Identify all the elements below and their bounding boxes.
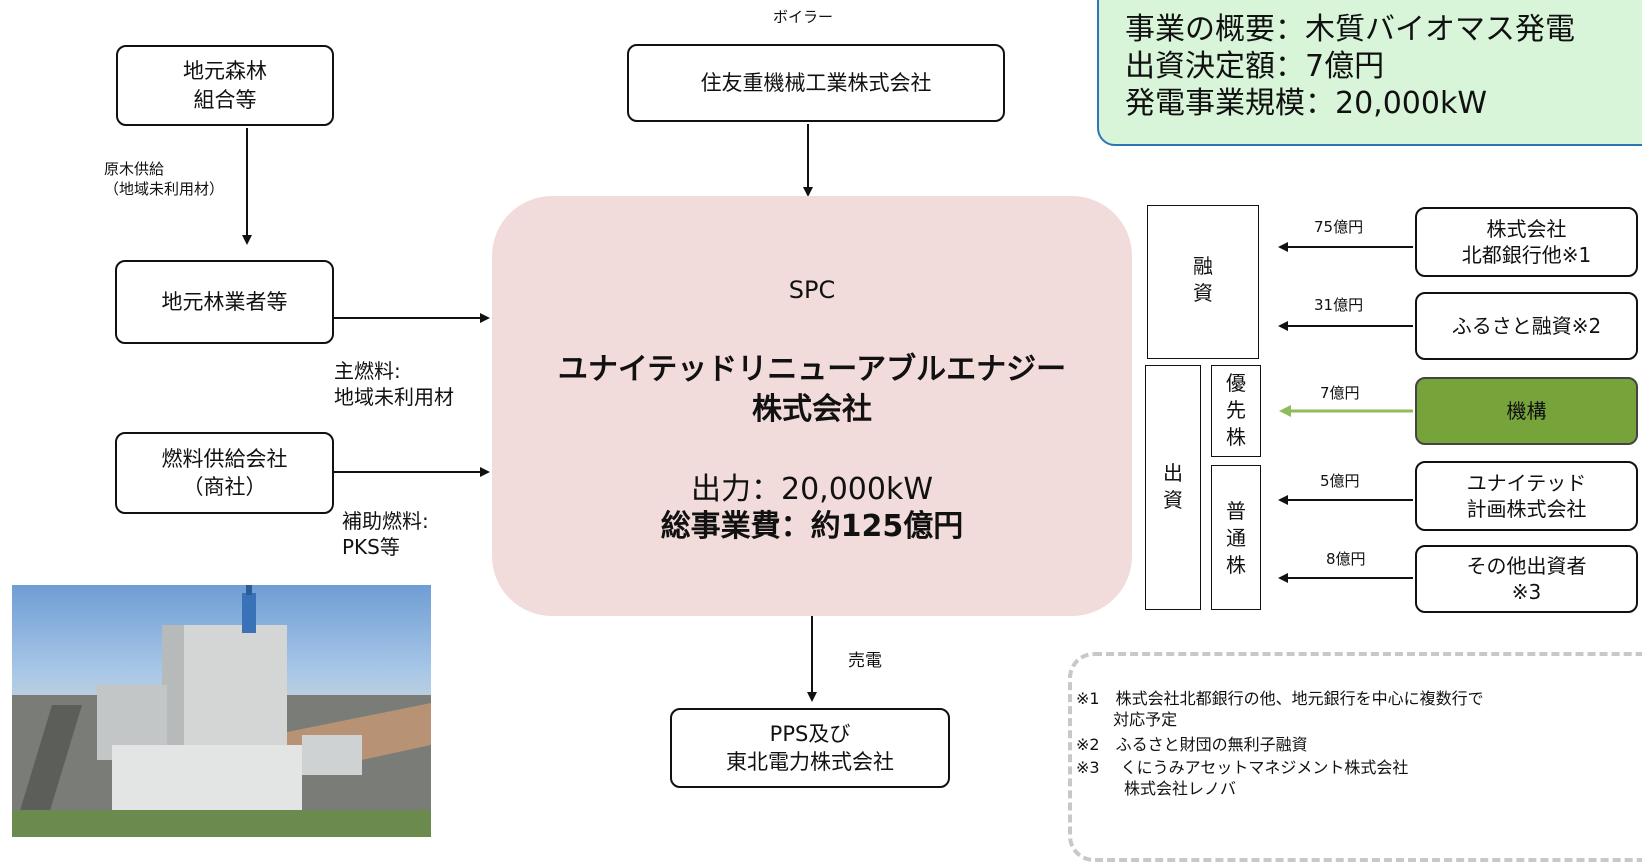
flow-source-2: 機構 bbox=[1415, 377, 1638, 445]
forest-association-box: 地元森林 組合等 bbox=[116, 45, 334, 126]
local-forestry-box: 地元林業者等 bbox=[115, 260, 334, 344]
common-stock-column bbox=[1211, 465, 1261, 610]
spc-output: 出力：20,000kW bbox=[690, 472, 933, 507]
main-fuel-label: 主燃料: 地域未利用材 bbox=[334, 359, 454, 409]
flow-source-1-label: ふるさと融資※2 bbox=[1451, 313, 1602, 338]
fuel-company-label: 燃料供給会社 （商社） bbox=[161, 446, 288, 499]
spc-company-name: ユナイテッドリニューアブルエナジー 株式会社 bbox=[557, 352, 1067, 427]
loan-label: 融 資 bbox=[1193, 254, 1213, 305]
note-2: ※2 ふるさと財団の無利子融資 bbox=[1076, 735, 1308, 754]
power-buyer-box: PPS及び 東北電力株式会社 bbox=[670, 708, 950, 788]
flow-source-0-label: 株式会社 北都銀行他※1 bbox=[1461, 217, 1592, 267]
flow-source-4-label: その他出資者 ※3 bbox=[1466, 554, 1587, 604]
flow-amount-2: 7億円 bbox=[1320, 384, 1360, 402]
project-summary-panel bbox=[1097, 0, 1642, 146]
flow-source-4: その他出資者 ※3 bbox=[1415, 545, 1638, 613]
flow-source-3-label: ユナイテッド 計画株式会社 bbox=[1466, 471, 1587, 521]
spc-total-cost: 総事業費：約125億円 bbox=[660, 509, 964, 544]
flow-amount-1: 31億円 bbox=[1314, 296, 1364, 314]
raw-wood-supply-label: 原木供給 （地域未利用材） bbox=[104, 160, 225, 198]
flow-amount-4: 8億円 bbox=[1326, 550, 1366, 568]
fuel-company-box: 燃料供給会社 （商社） bbox=[115, 432, 334, 514]
flow-source-0: 株式会社 北都銀行他※1 bbox=[1415, 207, 1638, 277]
boiler-maker-box: 住友重機械工業株式会社 bbox=[627, 44, 1005, 122]
note-1: ※1 株式会社北都銀行の他、地元銀行を中心に複数行で 対応予定 bbox=[1076, 689, 1484, 729]
power-plant-photo bbox=[12, 585, 431, 837]
investment-column bbox=[1145, 365, 1201, 610]
boiler-caption: ボイラー bbox=[773, 8, 834, 26]
connector-lines bbox=[242, 124, 1413, 702]
loan-column bbox=[1147, 205, 1259, 359]
local-forestry-label: 地元林業者等 bbox=[161, 289, 288, 314]
investment-label: 出 資 bbox=[1163, 461, 1183, 512]
preferred-stock-column bbox=[1211, 365, 1261, 457]
spc-label: SPC bbox=[788, 276, 836, 304]
summary-line-3: 発電事業規模：20,000kW bbox=[1125, 86, 1488, 121]
common-stock-label: 普 通 株 bbox=[1226, 499, 1246, 577]
forest-association-label: 地元森林 組合等 bbox=[183, 59, 267, 112]
summary-line-2: 出資決定額：7億円 bbox=[1125, 49, 1385, 84]
boiler-maker-label: 住友重機械工業株式会社 bbox=[700, 70, 932, 95]
summary-line-1: 事業の概要：木質バイオマス発電 bbox=[1125, 12, 1575, 47]
power-buyer-label: PPS及び 東北電力株式会社 bbox=[726, 721, 894, 774]
spc-block bbox=[492, 196, 1132, 616]
flow-source-1: ふるさと融資※2 bbox=[1415, 292, 1638, 360]
power-sales-label: 売電 bbox=[848, 651, 882, 671]
flow-amount-0: 75億円 bbox=[1314, 218, 1364, 236]
aux-fuel-label: 補助燃料: PKS等 bbox=[342, 509, 429, 559]
flow-source-2-label: 機構 bbox=[1506, 398, 1547, 423]
preferred-stock-label: 優 先 株 bbox=[1226, 371, 1246, 449]
flow-amount-3: 5億円 bbox=[1320, 472, 1360, 490]
flow-source-3: ユナイテッド 計画株式会社 bbox=[1415, 461, 1638, 531]
note-3: ※3 くにうみアセットマネジメント株式会社 株式会社レノバ bbox=[1076, 758, 1409, 798]
